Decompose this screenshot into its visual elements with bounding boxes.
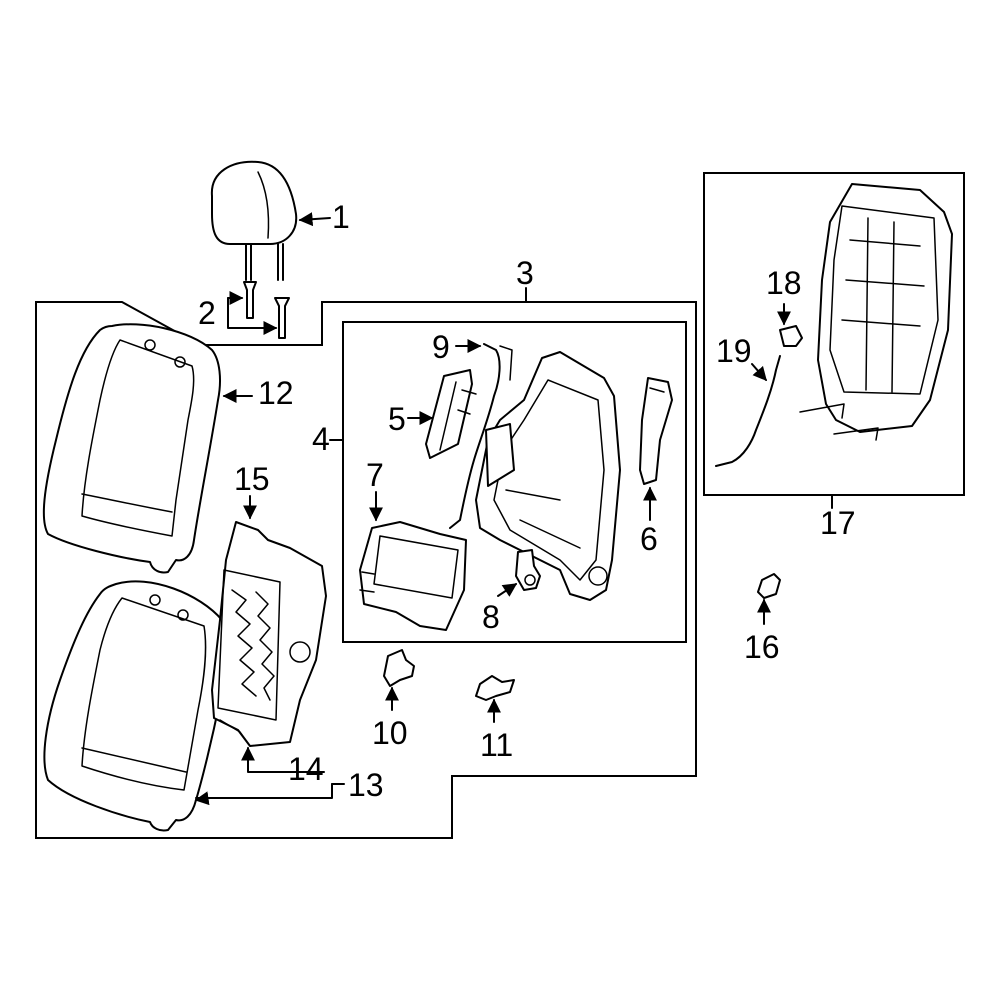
callout-9: 9 bbox=[432, 329, 450, 365]
seat-back-pad-part[interactable] bbox=[43, 580, 229, 832]
seat-back-cover-highlighted-part[interactable] bbox=[42, 323, 221, 574]
side-trim-part[interactable] bbox=[639, 377, 673, 485]
frame-group-box bbox=[342, 321, 687, 643]
headrest-part[interactable] bbox=[210, 160, 298, 281]
headrest-guide-part[interactable] bbox=[243, 281, 290, 339]
callout-6: 6 bbox=[640, 521, 658, 557]
callout-7: 7 bbox=[366, 457, 384, 493]
callout-5: 5 bbox=[388, 401, 406, 437]
callout-15: 15 bbox=[234, 461, 270, 497]
callout-4: 4 bbox=[312, 421, 330, 457]
clip-part-16[interactable] bbox=[757, 573, 781, 599]
callout-11: 11 bbox=[480, 727, 513, 763]
clip-part-10[interactable] bbox=[383, 649, 415, 687]
cable-part[interactable] bbox=[715, 355, 781, 467]
callout-1: 1 bbox=[332, 199, 350, 235]
side-airbag-part[interactable] bbox=[425, 369, 477, 459]
callout-3: 3 bbox=[516, 255, 534, 291]
back-board-part[interactable] bbox=[211, 521, 327, 747]
callout-19: 19 bbox=[716, 333, 752, 369]
wire-harness-branch bbox=[499, 345, 513, 381]
leader-lines bbox=[194, 212, 833, 806]
callout-16: 16 bbox=[744, 629, 780, 665]
recliner-knob-part[interactable] bbox=[515, 549, 541, 591]
callout-8: 8 bbox=[482, 599, 500, 635]
callout-2: 2 bbox=[198, 295, 216, 331]
back-panel-part[interactable] bbox=[799, 183, 953, 441]
callout-13: 13 bbox=[348, 767, 384, 803]
lumbar-support-part[interactable] bbox=[359, 521, 467, 631]
back-panel-group-box bbox=[703, 172, 965, 496]
callout-10: 10 bbox=[372, 715, 408, 751]
seat-back-frame-part[interactable] bbox=[475, 351, 621, 601]
callout-14: 14 bbox=[288, 751, 324, 787]
clip-part-11[interactable] bbox=[475, 675, 515, 701]
callout-12: 12 bbox=[258, 375, 294, 411]
callout-18: 18 bbox=[766, 265, 802, 301]
callout-17: 17 bbox=[820, 505, 856, 541]
wire-harness-part[interactable] bbox=[449, 343, 501, 529]
sensor-part[interactable] bbox=[779, 325, 803, 347]
